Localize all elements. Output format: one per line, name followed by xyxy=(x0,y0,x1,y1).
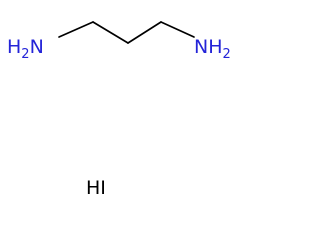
left-amine-label: H2N xyxy=(7,36,44,62)
bond-c1-c2 xyxy=(92,21,129,44)
right-amine-label: NH2 xyxy=(194,36,231,62)
bond-c2-c3 xyxy=(127,21,162,44)
structure-canvas: H2N NH2 HI xyxy=(7,21,231,199)
left-amine-n: N xyxy=(30,36,44,58)
right-amine-nh: NH xyxy=(194,36,223,58)
right-amine-subscript: 2 xyxy=(223,47,231,62)
bond-n-c1 xyxy=(58,21,94,38)
bond-c3-n xyxy=(160,21,195,38)
left-amine-h: H xyxy=(7,36,21,58)
hydroiodide-label: HI xyxy=(86,177,106,199)
left-amine-subscript: 2 xyxy=(21,47,29,62)
